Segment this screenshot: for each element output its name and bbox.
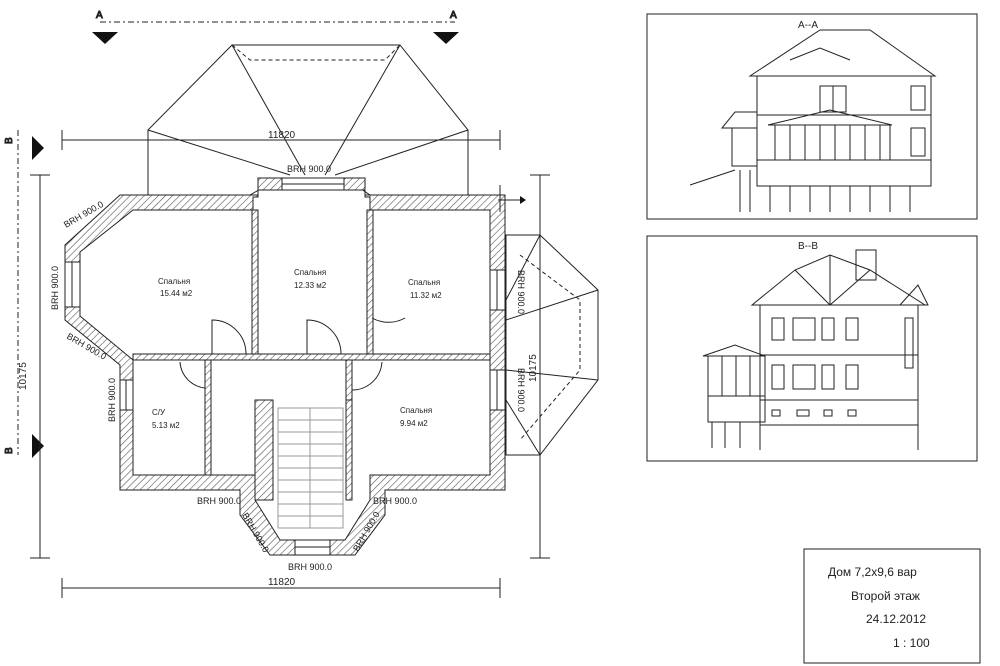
elevation-b (646, 235, 978, 462)
window-tag-top-center: BRH 900.0 (287, 164, 331, 174)
window-tag-left-bathroom: BRH 900.0 (107, 378, 117, 422)
section-mark-b-top: В (4, 137, 15, 144)
section-b-title: В--В (798, 241, 818, 252)
room-labels: Спальня 15.44 м2 Спальня 12.33 м2 Спальн… (152, 268, 442, 430)
room-1-name: Спальня (158, 277, 190, 286)
dim-height-left: 10175 (18, 362, 29, 390)
room-2-name: Спальня (294, 268, 326, 277)
room-1-area: 15.44 м2 (160, 289, 193, 298)
room-4-area: 5.13 м2 (152, 421, 180, 430)
staircase (277, 407, 344, 529)
outer-walls (64, 177, 506, 556)
window-tag-bay-bottom: BRH 900.0 (288, 562, 332, 572)
room-3-name: Спальня (408, 278, 440, 287)
section-mark-a-left: А (96, 10, 103, 21)
windows (64, 177, 506, 556)
title-block: Дом 7,2х9,6 вар Второй этаж 24.12.2012 1… (803, 548, 981, 664)
dim-width-top: 11820 (268, 130, 296, 141)
room-5-name: Спальня (400, 406, 432, 415)
window-tag-bottom-left: BRH 900.0 (197, 496, 241, 506)
dimension-lines (30, 130, 550, 598)
dim-width-bottom: 11820 (268, 577, 296, 588)
title-block-date: 24.12.2012 (866, 612, 926, 626)
title-block-scale: 1 : 100 (893, 636, 930, 650)
section-a-title: А--А (798, 20, 818, 31)
elevation-a (646, 13, 978, 220)
window-tag-right-lower: BRH 900.0 (516, 368, 526, 412)
axis-marker (498, 185, 526, 212)
room-3-area: 11.32 м2 (410, 291, 442, 300)
room-2-area: 12.33 м2 (294, 281, 327, 290)
window-tag-bottom-right: BRH 900.0 (373, 496, 417, 506)
section-mark-a-right: А (450, 10, 457, 21)
room-5-area: 9.94 м2 (400, 419, 428, 428)
floor-plan: А А В В (4, 10, 599, 598)
section-cut-b: В В (4, 130, 44, 458)
window-tag-right-upper: BRH 900.0 (516, 270, 526, 314)
section-cut-a: А А (92, 10, 459, 44)
dim-height-right: 10175 (528, 354, 539, 382)
interior-walls (132, 209, 491, 501)
title-block-name: Дом 7,2х9,6 вар (828, 565, 917, 579)
right-bay-roof (505, 234, 599, 456)
room-4-name: С/У (152, 408, 166, 417)
section-mark-b-bottom: В (4, 447, 15, 454)
title-block-floor: Второй этаж (851, 589, 920, 603)
doors (179, 317, 406, 391)
window-tag-left-vertical: BRH 900.0 (50, 266, 60, 310)
